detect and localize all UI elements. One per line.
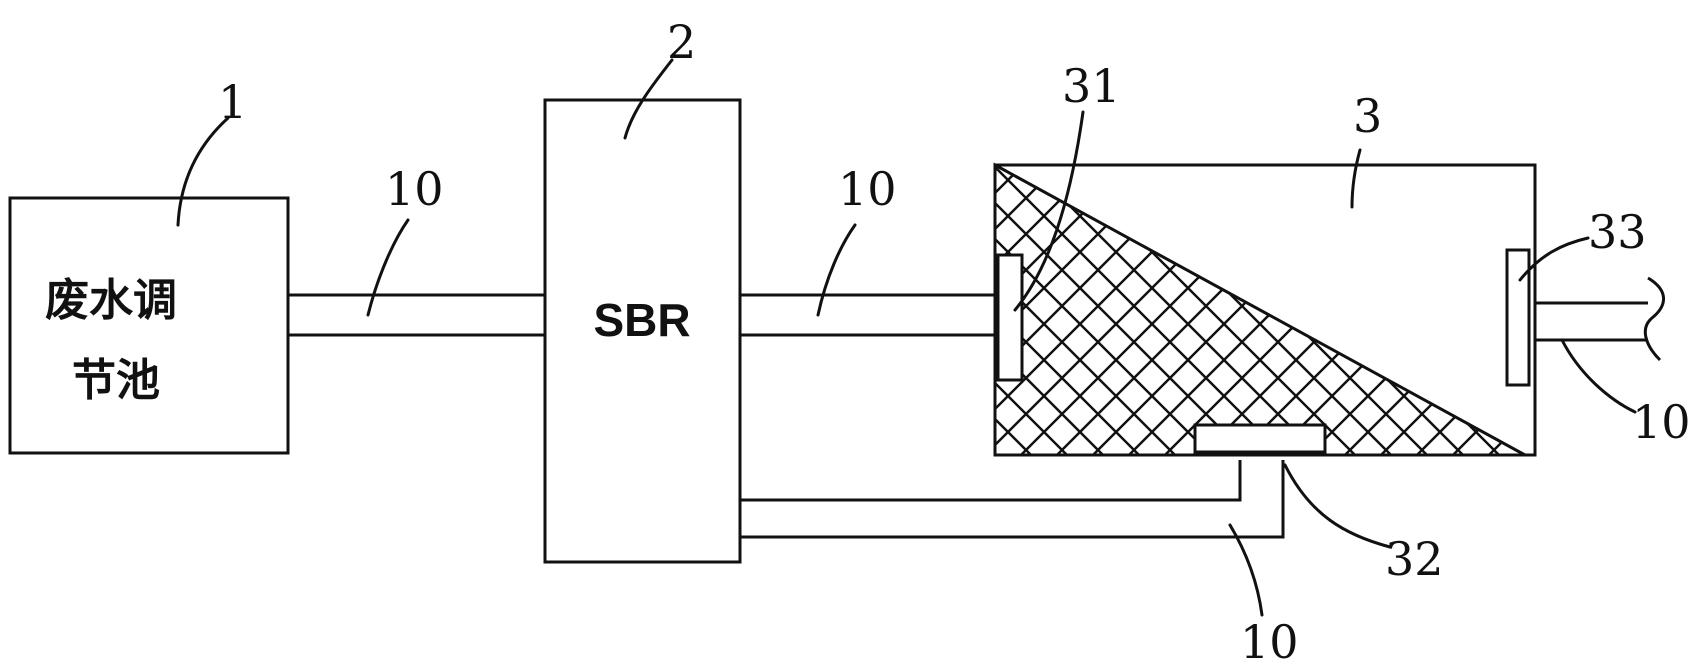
pipe-return-to-sbr [740,460,1285,539]
tank1-label-line1: 废水调 [45,275,177,326]
sbr-label: SBR [593,294,690,346]
bottom-outlet-32 [1193,423,1327,454]
ref-pipe-tank1-sbr: 10 [385,162,444,216]
pipe-outlet [1525,276,1665,362]
pipe-tank1-to-sbr [288,293,545,337]
ref-pipe-sbr-wetland: 10 [838,162,897,216]
leader-lines [176,58,1637,617]
ref-pipe-return: 10 [1240,615,1299,669]
wastewater-regulating-tank: 废水调 节池 [8,196,290,455]
pipe-sbr-to-wetland [740,293,995,337]
sbr-reactor: SBR [543,98,742,564]
ref-tank1: 1 [218,75,247,129]
inlet-distributor-31 [996,253,1024,382]
constructed-wetland [993,162,1537,457]
ref-pipe-outlet: 10 [1632,395,1691,449]
tank1-label-line2: 节池 [72,355,160,406]
reference-numerals: 1 2 3 31 33 32 10 10 10 10 [218,15,1691,669]
ref-wetland: 3 [1353,89,1382,143]
ref-inlet-31: 31 [1062,59,1121,113]
ref-bottom-outlet-32: 32 [1385,532,1444,586]
ref-outlet-33: 33 [1588,205,1647,259]
outlet-collector-33 [1505,248,1531,387]
wetland-media-crosshatch [993,162,1526,457]
ref-sbr: 2 [667,15,696,69]
